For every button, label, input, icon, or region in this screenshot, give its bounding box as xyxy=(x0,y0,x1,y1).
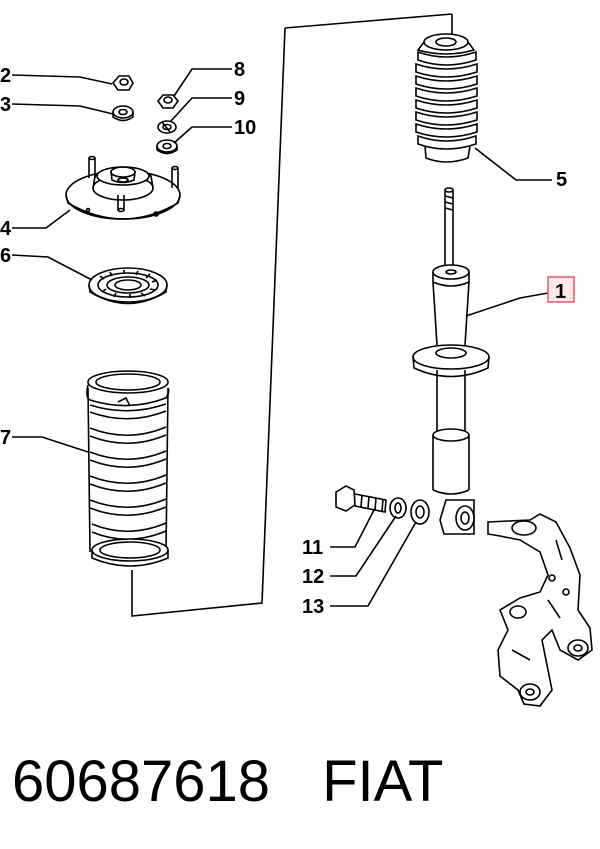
part-10-washer xyxy=(156,139,178,155)
callout-8: 8 xyxy=(234,59,245,81)
part-5-dust-boot xyxy=(415,14,478,163)
part-2-nut xyxy=(111,75,134,91)
callout-7: 7 xyxy=(0,427,11,449)
part-number: 60687618 xyxy=(12,749,271,814)
callout-1-highlight xyxy=(547,276,575,303)
callout-11: 11 xyxy=(302,537,323,559)
part-6-spring-seat xyxy=(88,267,168,305)
part-9-spring-washer xyxy=(157,120,177,134)
callout-6: 6 xyxy=(0,245,11,267)
part-12-spring-washer xyxy=(389,497,407,519)
part-caption: 60687618 FIAT xyxy=(12,742,592,822)
part-7-coil-spring xyxy=(86,370,170,567)
part-1-shock-absorber xyxy=(412,187,490,535)
callout-5: 5 xyxy=(556,169,567,191)
part-13-washer xyxy=(410,499,430,525)
callout-9: 9 xyxy=(234,88,245,110)
callout-1: 1 xyxy=(555,281,566,303)
brand-name: FIAT xyxy=(322,749,444,814)
part-11-bolt xyxy=(335,485,387,513)
part-4-top-mount xyxy=(65,155,181,220)
callout-2: 2 xyxy=(0,65,11,87)
callout-10: 10 xyxy=(234,117,256,139)
callout-4: 4 xyxy=(0,218,12,240)
callout-13: 13 xyxy=(302,596,324,618)
callout-3: 3 xyxy=(0,94,11,116)
callout-12: 12 xyxy=(302,566,324,588)
part-8-nut xyxy=(156,94,180,109)
part-3-washer xyxy=(112,105,134,122)
steering-knuckle xyxy=(487,513,593,707)
